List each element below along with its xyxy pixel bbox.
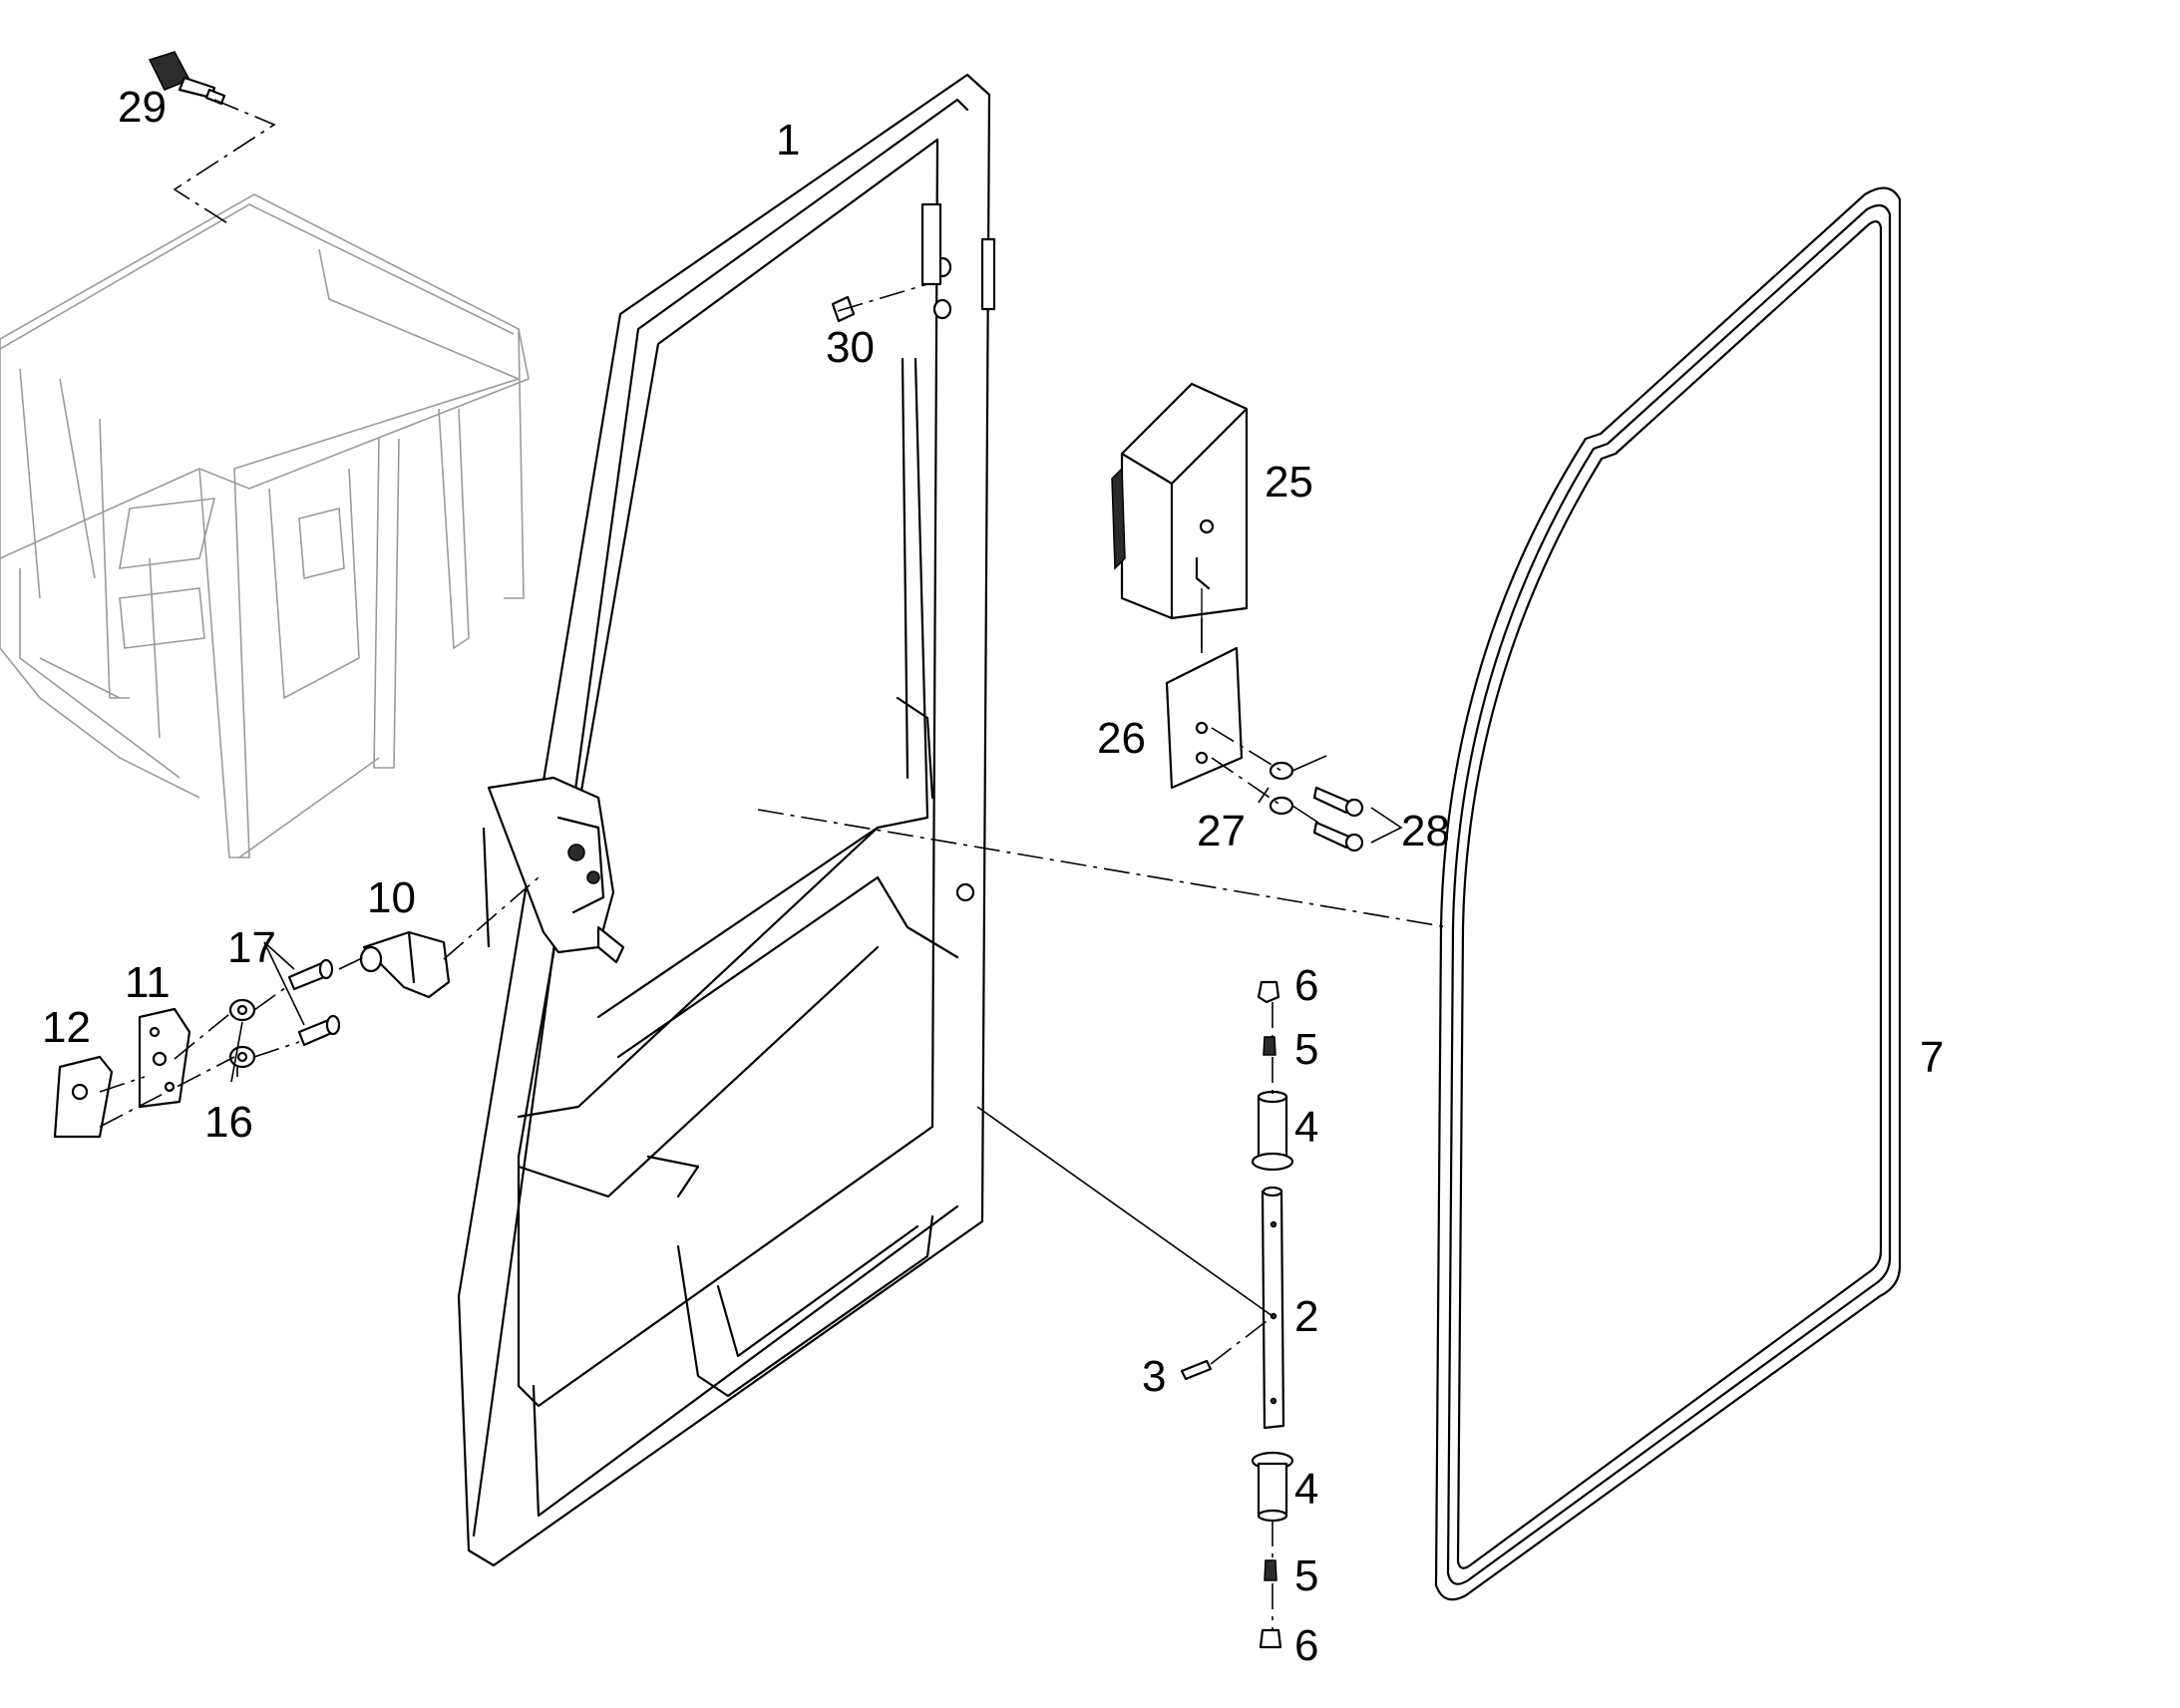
- door-lock-mechanism: [482, 776, 625, 964]
- bracket: [1165, 646, 1244, 790]
- hinge-pin-assembly: [1180, 980, 1294, 1649]
- screws-left: [287, 958, 341, 1047]
- callout-cap-lower: 6: [1294, 1621, 1318, 1670]
- cab-illustration: [0, 193, 530, 858]
- callout-plug: 30: [826, 323, 875, 372]
- callout-bushing-lower: 4: [1294, 1465, 1318, 1514]
- callout-washer-right: 27: [1197, 807, 1246, 855]
- callout-grease-nipple-lower: 5: [1294, 1551, 1318, 1600]
- washers-screws-right: [1269, 761, 1364, 853]
- door-frame: [457, 73, 996, 1567]
- leader-lines: [99, 99, 1449, 1630]
- callout-door-frame: 1: [776, 116, 800, 165]
- bumper-pad: [1111, 382, 1249, 648]
- callout-sensor: 29: [118, 83, 167, 132]
- callout-window-seal: 7: [1920, 1033, 1944, 1082]
- lock-striker: [359, 930, 451, 999]
- callout-bracket: 26: [1097, 714, 1146, 763]
- callout-bumper-pad: 25: [1265, 458, 1313, 507]
- callout-lock-striker: 10: [367, 873, 416, 922]
- sensor: [148, 51, 226, 106]
- callout-grease-nipple-upper: 5: [1294, 1025, 1318, 1074]
- callout-bushing-upper: 4: [1294, 1103, 1318, 1152]
- callout-screw-left: 17: [227, 923, 276, 972]
- callout-pin: 2: [1294, 1292, 1318, 1341]
- callout-labels: 1 2 3 4 4 5 5 6 6 7 10 11 12 16 17 25 26…: [42, 83, 1944, 1670]
- callout-cover-plate: 12: [42, 1003, 91, 1052]
- window-seal: [1434, 186, 1902, 1601]
- callout-plate: 11: [125, 958, 171, 1007]
- callout-cap-upper: 6: [1294, 961, 1318, 1010]
- callout-screw-right: 28: [1401, 807, 1450, 855]
- callout-washer-left: 16: [204, 1098, 253, 1147]
- cover-plate: [53, 1055, 114, 1139]
- plate: [138, 1007, 191, 1109]
- callout-roll-pin: 3: [1142, 1352, 1166, 1401]
